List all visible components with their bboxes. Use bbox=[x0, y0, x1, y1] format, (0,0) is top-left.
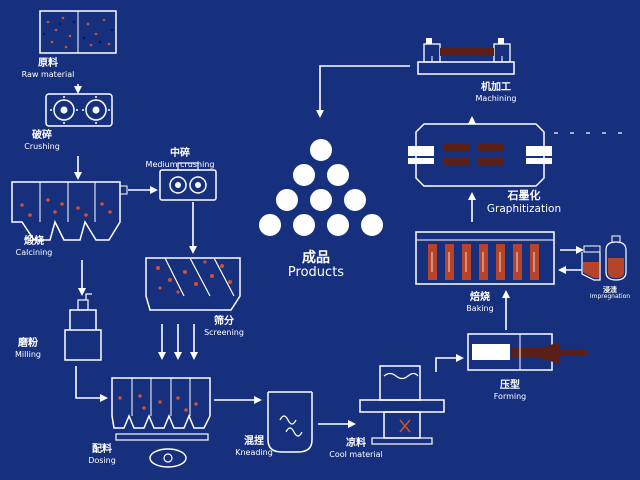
dosing-hoppers-icon bbox=[111, 377, 211, 468]
label-crushing: 破碎 Crushing bbox=[24, 130, 60, 151]
products-zh: 成品 bbox=[301, 250, 330, 266]
cool-material-en: Cool material bbox=[329, 449, 383, 459]
label-graphitization: 石墨化 Graphitization bbox=[486, 189, 562, 215]
baking-en: Baking bbox=[466, 303, 494, 313]
forming-en: Forming bbox=[493, 391, 527, 401]
label-screening: 筛分 Screening bbox=[204, 316, 244, 337]
label-calcining: 煅烧 Calcining bbox=[16, 236, 53, 257]
label-medium-crushing: 中碎 Medium crushing bbox=[146, 148, 215, 169]
screening-zh: 筛分 bbox=[214, 316, 234, 327]
graphitization-en: Graphitization bbox=[486, 202, 562, 215]
crushing-zh: 破碎 bbox=[32, 130, 52, 141]
cooler-icon bbox=[359, 365, 445, 445]
milling-zh: 磨粉 bbox=[17, 338, 38, 349]
calcining-en: Calcining bbox=[15, 247, 53, 257]
kneading-zh: 混捏 bbox=[244, 436, 264, 447]
label-machining: 机加工 Machining bbox=[476, 82, 517, 103]
dosing-zh: 配料 bbox=[92, 444, 112, 455]
label-cool-material: 凉料 Cool material bbox=[329, 438, 383, 459]
mill-icon bbox=[64, 293, 102, 361]
raw-material-bin-icon bbox=[39, 10, 117, 54]
graphitization-zh: 石墨化 bbox=[507, 189, 541, 202]
label-raw-material: 原料 Raw material bbox=[22, 58, 75, 79]
products-stack-icon bbox=[257, 137, 385, 238]
label-baking: 焙烧 Baking bbox=[466, 292, 493, 313]
arrow-milling-to-dosing bbox=[75, 366, 108, 402]
impregnation-zh: 浸渍 bbox=[602, 286, 617, 294]
baking-furnace-icon bbox=[415, 231, 555, 285]
graphitization-furnace-icon bbox=[408, 123, 622, 187]
label-dosing: 配料 Dosing bbox=[88, 444, 116, 465]
medium-crushing-zh: 中碎 bbox=[170, 148, 190, 159]
label-milling: 磨粉 Milling bbox=[15, 338, 41, 359]
raw-material-zh: 原料 bbox=[37, 58, 58, 69]
products-en: Products bbox=[287, 265, 345, 281]
screening-icon bbox=[145, 257, 241, 311]
baking-zh: 焙烧 bbox=[470, 292, 490, 303]
label-impregnation: 浸渍 Impregnation bbox=[590, 286, 630, 301]
screening-en: Screening bbox=[204, 327, 244, 337]
raw-material-en: Raw material bbox=[21, 69, 75, 79]
dosing-en: Dosing bbox=[88, 455, 116, 465]
impregnation-en: Impregnation bbox=[589, 293, 631, 301]
arrow-cool-to-forming bbox=[435, 354, 464, 372]
lathe-icon bbox=[417, 38, 515, 75]
forming-zh: 压型 bbox=[500, 380, 520, 391]
cool-material-zh: 凉料 bbox=[346, 438, 366, 449]
arrow-machining-to-products bbox=[316, 65, 410, 118]
crusher-icon bbox=[45, 93, 113, 127]
calcining-zh: 煅烧 bbox=[24, 236, 44, 247]
label-products: 成品 Products bbox=[288, 250, 344, 281]
impregnation-icon bbox=[581, 235, 627, 281]
label-forming: 压型 Forming bbox=[494, 380, 527, 401]
flow-arrows bbox=[74, 65, 584, 428]
medium-crusher-icon bbox=[159, 162, 217, 201]
medium-crushing-en: Medium crushing bbox=[145, 159, 215, 169]
crushing-en: Crushing bbox=[24, 141, 60, 151]
milling-en: Milling bbox=[15, 349, 41, 359]
kneading-en: Kneading bbox=[235, 447, 273, 457]
kneader-icon bbox=[267, 391, 313, 453]
press-icon bbox=[467, 333, 588, 371]
calciner-icon bbox=[11, 181, 128, 241]
machining-en: Machining bbox=[475, 93, 517, 103]
machining-zh: 机加工 bbox=[481, 82, 511, 93]
label-kneading: 混捏 Kneading bbox=[235, 436, 273, 457]
